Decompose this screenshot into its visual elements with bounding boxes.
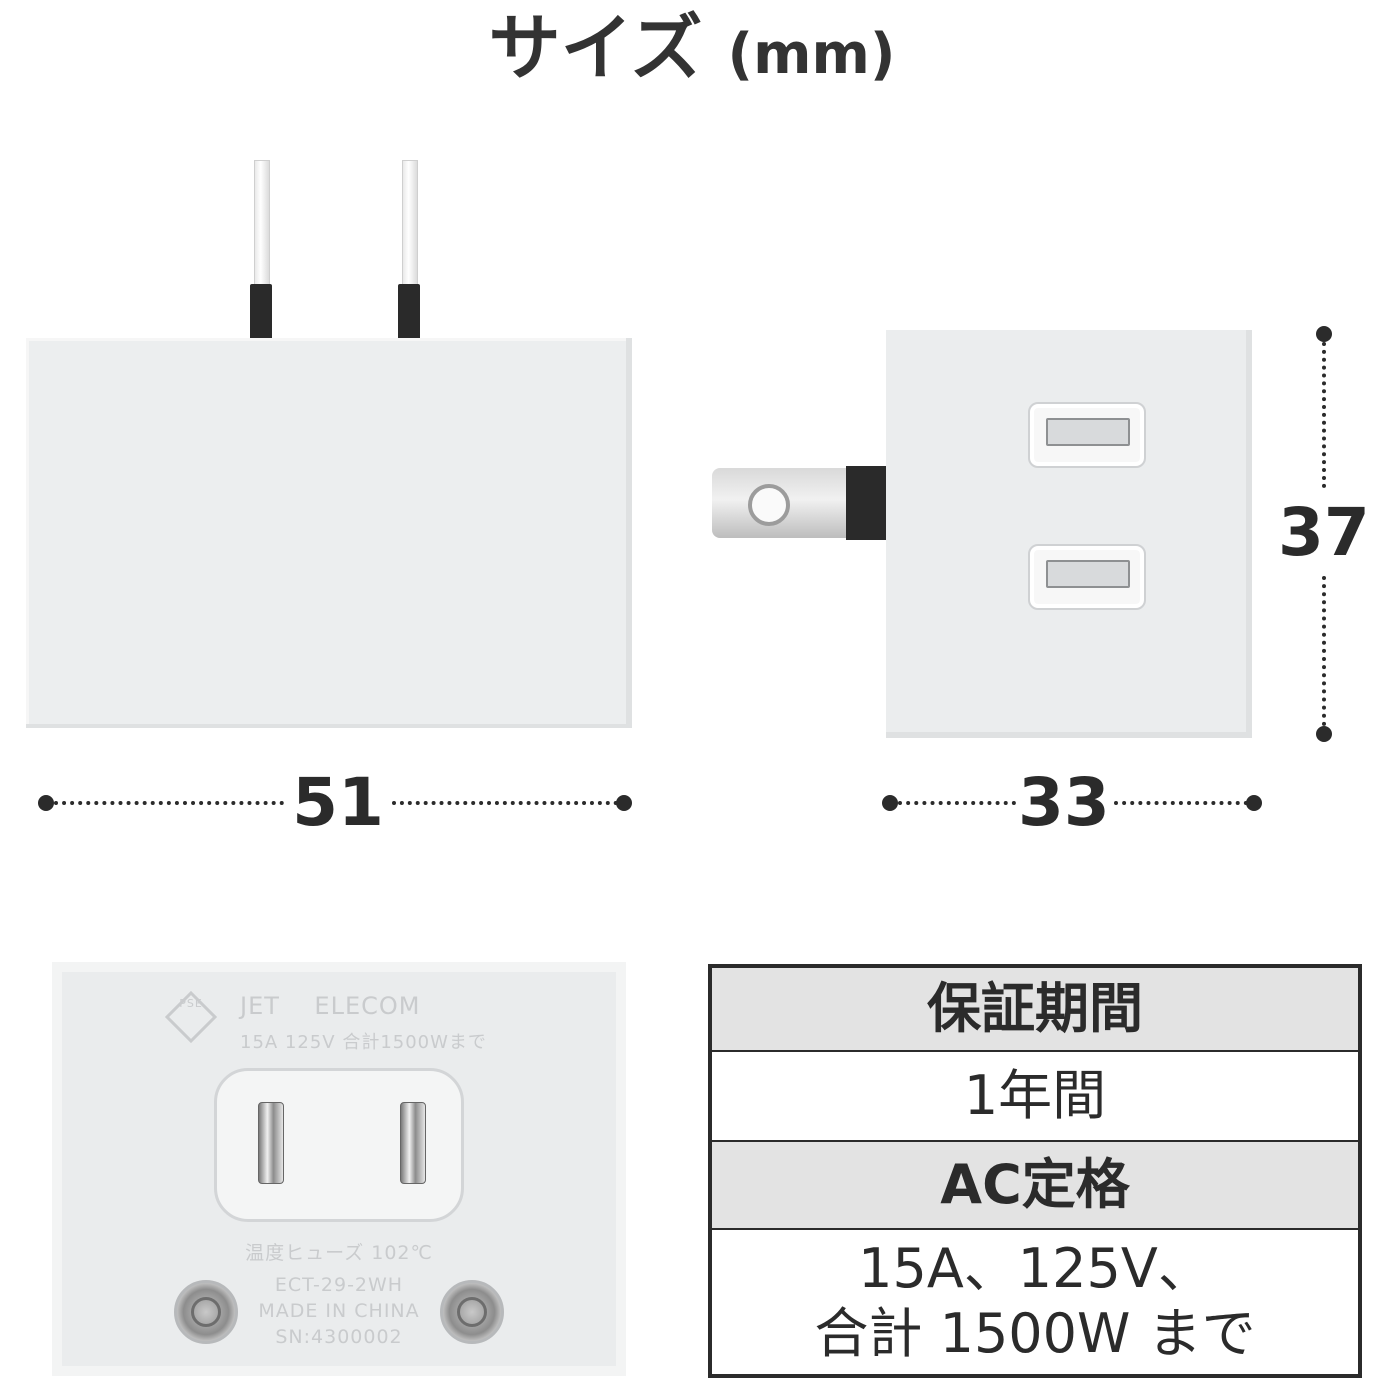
product-side-view (886, 330, 1252, 738)
usb-port-top (1028, 402, 1146, 468)
plug-pin-left (258, 1102, 284, 1184)
width-dim-label: 51 (292, 764, 384, 841)
width-dim-end-dot (616, 795, 632, 811)
usb-port-bottom (1028, 544, 1146, 610)
height-dim-line-top (1322, 342, 1326, 488)
title-unit: (mm) (727, 22, 896, 87)
spec-warranty-value: 1年間 (712, 1050, 1358, 1140)
height-dim-line-bottom (1322, 576, 1326, 726)
spec-ac-value: 15A、125V、 合計 1500W まで (712, 1228, 1358, 1374)
plug-prong-right (402, 160, 418, 292)
screw-icon-right (440, 1280, 504, 1344)
product-front-view (26, 338, 632, 728)
plug-blade-base (846, 466, 888, 540)
width-dim-line-right (392, 801, 618, 805)
depth-dim-label: 33 (1018, 764, 1110, 841)
plug-recess (214, 1068, 464, 1222)
spec-ac-label: AC定格 (712, 1140, 1358, 1228)
plug-blade-hole (748, 484, 790, 526)
usb-slot-bottom (1046, 560, 1130, 588)
width-dim-start-dot (38, 795, 54, 811)
pse-mark-icon (164, 990, 218, 1044)
spec-ac-value-line1: 15A、125V、 (858, 1237, 1212, 1301)
depth-dim-start-dot (882, 795, 898, 811)
height-dim-label: 37 (1278, 494, 1370, 571)
usb-slot-top (1046, 418, 1130, 446)
height-dim-end-dot (1316, 726, 1332, 742)
model-number: ECT-29-2WH (274, 1274, 404, 1296)
plug-prong-base-right (398, 284, 420, 340)
depth-dim-line-left (898, 801, 1016, 805)
depth-dim-line-right (1114, 801, 1248, 805)
plug-prong-base-left (250, 284, 272, 340)
spec-ac-value-line2: 合計 1500W まで (814, 1302, 1256, 1365)
rating-line: 15A 125V 合計1500Wまで (240, 1032, 487, 1053)
page-title: サイズ (mm) (0, 0, 1384, 100)
spec-warranty-label: 保証期間 (712, 968, 1358, 1050)
plug-prong-left (254, 160, 270, 292)
depth-dim-end-dot (1246, 795, 1262, 811)
height-dim-start-dot (1316, 326, 1332, 342)
width-dim-line-left (54, 801, 284, 805)
brand-line: JET ELECOM (240, 992, 421, 1020)
spec-table: 保証期間 1年間 AC定格 15A、125V、 合計 1500W まで (708, 964, 1362, 1378)
serial-number: SN:4300002 (275, 1326, 403, 1348)
title-text: サイズ (488, 6, 703, 90)
pse-mark-text: PSE (179, 997, 203, 1010)
fuse-line: 温度ヒューズ 102℃ (245, 1242, 433, 1264)
plug-pin-right (400, 1102, 426, 1184)
screw-icon-left (174, 1280, 238, 1344)
origin-line: MADE IN CHINA (258, 1300, 420, 1322)
